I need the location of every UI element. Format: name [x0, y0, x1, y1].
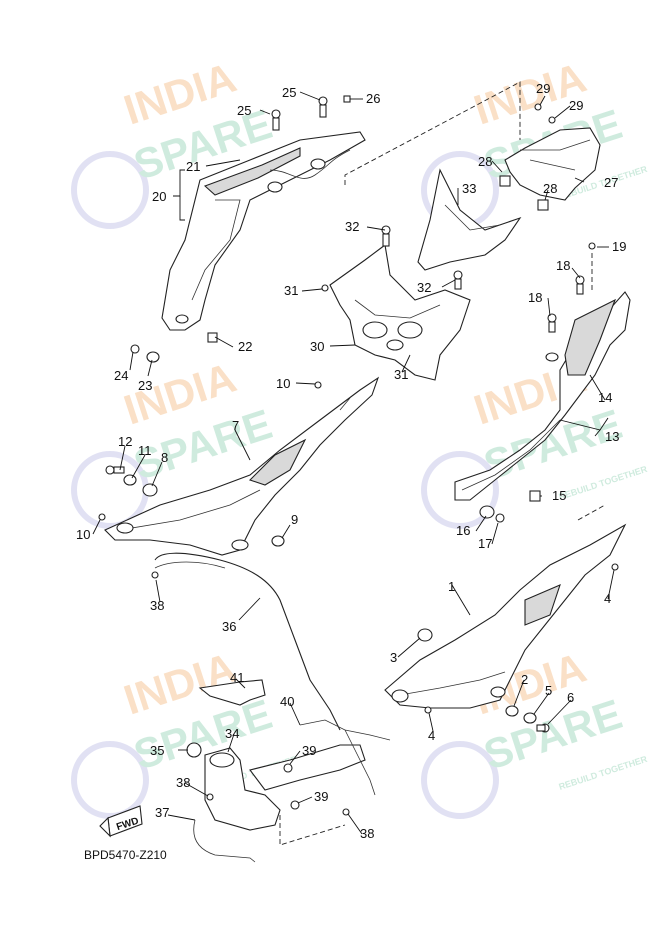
callout-32a: 32 [345, 219, 359, 234]
callout-29b: 29 [569, 98, 583, 113]
callout-28b: 28 [543, 181, 557, 196]
callouts: 1 2 3 4 4 5 6 7 8 9 10 10 11 12 13 14 15… [76, 81, 626, 841]
callout-21: 21 [186, 159, 200, 174]
callout-31a: 31 [284, 283, 298, 298]
callout-25a: 25 [282, 85, 296, 100]
callout-18a: 18 [556, 258, 570, 273]
callout-27: 27 [604, 175, 618, 190]
hardware [98, 95, 619, 816]
callout-14: 14 [598, 390, 612, 405]
callout-32b: 32 [417, 280, 431, 295]
drawing-code: BPD5470-Z210 [84, 848, 167, 862]
part-reservoir-assembly [186, 742, 366, 863]
callout-2: 2 [521, 672, 528, 687]
callout-17: 17 [478, 536, 492, 551]
callout-38b: 38 [176, 775, 190, 790]
leader-lines [92, 91, 615, 835]
svg-text:REBUILD TOGETHER: REBUILD TOGETHER [558, 754, 649, 792]
svg-text:REBUILD TOGETHER: REBUILD TOGETHER [558, 464, 649, 502]
part-side-cover-upper-left [161, 131, 366, 331]
callout-18b: 18 [528, 290, 542, 305]
callout-12: 12 [118, 434, 132, 449]
callout-10a: 10 [276, 376, 290, 391]
callout-25b: 25 [237, 103, 251, 118]
watermark-top-left: INDIA SPARE REBUILD TOGETHER [71, 54, 299, 229]
callout-33: 33 [462, 181, 476, 196]
part-center-cowl [417, 168, 522, 271]
part-hose [299, 719, 391, 796]
callout-31b: 31 [394, 367, 408, 382]
callout-6: 6 [567, 690, 574, 705]
callout-15: 15 [552, 488, 566, 503]
part-tube [154, 552, 341, 731]
callout-40: 40 [280, 694, 294, 709]
callout-22: 22 [238, 339, 252, 354]
callout-10b: 10 [76, 527, 90, 542]
callout-23: 23 [138, 378, 152, 393]
part-small-bracket [198, 679, 266, 706]
callout-41: 41 [230, 670, 244, 685]
callout-39a: 39 [302, 743, 316, 758]
callout-38c: 38 [360, 826, 374, 841]
fwd-marker: FWD [99, 805, 143, 838]
callout-34: 34 [225, 726, 239, 741]
part-side-cover-left [104, 376, 380, 556]
callout-20: 20 [152, 189, 166, 204]
callout-30: 30 [310, 339, 324, 354]
callout-3: 3 [390, 650, 397, 665]
callout-39b: 39 [314, 789, 328, 804]
callout-4a: 4 [428, 728, 435, 743]
callout-7: 7 [232, 418, 239, 433]
callout-1: 1 [448, 579, 455, 594]
callout-11: 11 [138, 443, 152, 458]
callout-4b: 4 [604, 591, 611, 606]
callout-8: 8 [161, 450, 168, 465]
callout-26: 26 [366, 91, 380, 106]
callout-16: 16 [456, 523, 470, 538]
part-lower-cover-right [384, 523, 627, 709]
callout-19: 19 [612, 239, 626, 254]
callout-35: 35 [150, 743, 164, 758]
callout-5: 5 [545, 683, 552, 698]
callout-28a: 28 [478, 154, 492, 169]
part-rear-cover-top-right [499, 127, 601, 211]
relation-lines [279, 81, 606, 846]
callout-13: 13 [605, 429, 619, 444]
callout-38a: 38 [150, 598, 164, 613]
part-center-bracket [329, 244, 471, 381]
callout-9: 9 [291, 512, 298, 527]
callout-24: 24 [114, 368, 128, 383]
callout-37: 37 [155, 805, 169, 820]
callout-29a: 29 [536, 81, 550, 96]
callout-36: 36 [222, 619, 236, 634]
part-side-cover-right [454, 291, 631, 501]
